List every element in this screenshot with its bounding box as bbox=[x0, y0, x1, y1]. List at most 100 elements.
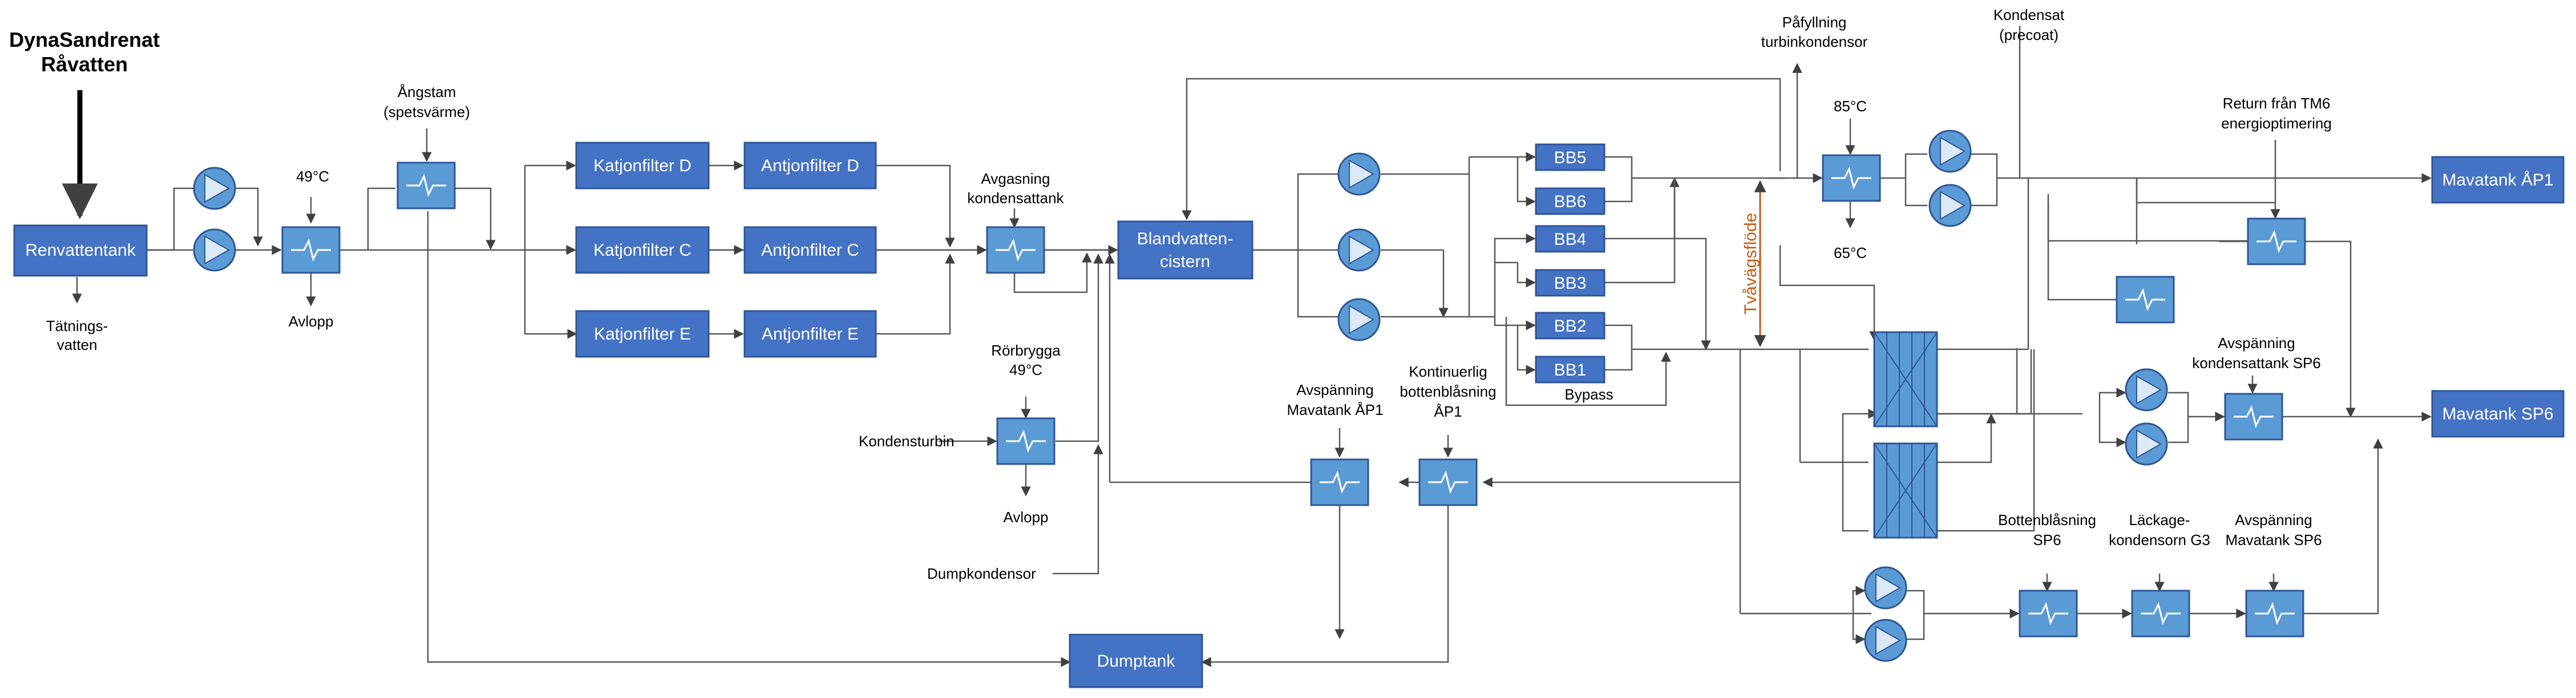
heat-exchanger-icon[interactable] bbox=[2019, 590, 2078, 638]
tvavagsflode-label: Tvåvägsflöde bbox=[1741, 213, 1760, 314]
rorbrygga-label-2: 49°C bbox=[1009, 361, 1042, 378]
pump-icon[interactable] bbox=[1864, 619, 1907, 662]
pumps bbox=[193, 130, 2168, 662]
katjonfilter-e-box[interactable]: Katjonfilter E bbox=[575, 310, 710, 358]
avgasning-label-2: kondensattank bbox=[967, 189, 1064, 207]
antjonfilter-d-box[interactable]: Antjonfilter D bbox=[743, 142, 877, 189]
pump-icon[interactable] bbox=[2125, 422, 2168, 466]
temp-85-label: 85°C bbox=[1834, 98, 1867, 115]
temp-49-label: 49°C bbox=[296, 168, 329, 185]
katjonfilter-c-box[interactable]: Katjonfilter C bbox=[575, 226, 710, 274]
avspanning-sp6k-label-2: kondensattank SP6 bbox=[2192, 354, 2321, 372]
bypass-label: Bypass bbox=[1564, 386, 1613, 403]
dumptank-box[interactable]: Dumptank bbox=[1069, 634, 1203, 688]
flow-lines bbox=[62, 26, 2432, 667]
bb5-box[interactable]: BB5 bbox=[1535, 143, 1606, 171]
katjonfilter-c-label: Katjonfilter C bbox=[593, 241, 691, 260]
pump-icon[interactable] bbox=[1337, 298, 1381, 341]
avspanning-ap1-label-2: Mavatank ÅP1 bbox=[1287, 401, 1383, 418]
renvattentank-label: Renvattentank bbox=[25, 241, 136, 260]
bb1-box[interactable]: BB1 bbox=[1535, 356, 1606, 384]
avgasning-label-1: Avgasning bbox=[981, 170, 1050, 187]
bb3-label: BB3 bbox=[1554, 274, 1587, 293]
lackage-label-2: kondensorn G3 bbox=[2109, 531, 2210, 548]
avspanning-sp6k-label-1: Avspänning bbox=[2218, 334, 2295, 352]
pump-icon[interactable] bbox=[1864, 566, 1907, 610]
dumptank-label: Dumptank bbox=[1097, 652, 1176, 671]
heat-exchanger-icon[interactable] bbox=[1418, 458, 1478, 506]
heat-exchanger-icon[interactable] bbox=[281, 226, 341, 274]
tatningsvatten-label-1: Tätnings- bbox=[46, 317, 108, 334]
filter-icon[interactable] bbox=[1873, 442, 1938, 539]
avlopp-label-2: Avlopp bbox=[1003, 509, 1048, 526]
katjonfilter-d-box[interactable]: Katjonfilter D bbox=[575, 142, 710, 189]
pump-icon[interactable] bbox=[2125, 368, 2168, 411]
title-line-2: Råvatten bbox=[41, 53, 128, 76]
pump-icon[interactable] bbox=[1337, 152, 1381, 196]
title-line-1: DynaSandrenat bbox=[9, 28, 160, 51]
pafyllning-label-1: Påfyllning bbox=[1782, 14, 1847, 31]
blandvattencistern-box[interactable]: Blandvatten- cistern bbox=[1117, 220, 1253, 280]
condensate-filters bbox=[1873, 331, 1938, 539]
return-tm6-label-2: energioptimering bbox=[2221, 115, 2332, 132]
bottenblasning-sp6-label-1: Bottenblåsning bbox=[1998, 511, 2096, 528]
bb2-label: BB2 bbox=[1554, 317, 1587, 336]
avspanning-sp6m-label-1: Avspänning bbox=[2235, 511, 2312, 528]
heat-exchanger-icon[interactable] bbox=[986, 226, 1045, 274]
angstam-label-2: (spetsvärme) bbox=[383, 103, 470, 120]
pafyllning-label-2: turbinkondensor bbox=[1761, 33, 1868, 50]
heat-exchanger-icon[interactable] bbox=[397, 162, 456, 209]
tatningsvatten-label-2: vatten bbox=[57, 336, 98, 353]
katjonfilter-d-label: Katjonfilter D bbox=[593, 156, 691, 175]
antjonfilter-c-box[interactable]: Antjonfilter C bbox=[743, 226, 877, 274]
heat-exchanger-icon[interactable] bbox=[2224, 393, 2283, 441]
antjonfilter-e-box[interactable]: Antjonfilter E bbox=[743, 310, 877, 358]
antjonfilter-e-label: Antjonfilter E bbox=[762, 325, 859, 344]
mavatank-sp6-box[interactable]: Mavatank SP6 bbox=[2431, 390, 2565, 438]
heat-exchanger-icon[interactable] bbox=[1310, 458, 1369, 506]
bb4-box[interactable]: BB4 bbox=[1535, 225, 1606, 253]
pump-icon[interactable] bbox=[193, 228, 236, 272]
avspanning-ap1-label-1: Avspänning bbox=[1296, 381, 1373, 398]
heat-exchanger-icon[interactable] bbox=[2245, 590, 2304, 638]
renvattentank-box[interactable]: Renvattentank bbox=[13, 224, 148, 277]
bb6-box[interactable]: BB6 bbox=[1535, 187, 1606, 215]
mavatank-sp6-label: Mavatank SP6 bbox=[2442, 405, 2553, 423]
bb2-box[interactable]: BB2 bbox=[1535, 312, 1606, 340]
pump-icon[interactable] bbox=[1928, 184, 1972, 227]
tank-boxes: Renvattentank Katjonfilter D Katjonfilte… bbox=[13, 142, 2565, 688]
kondensat-label-1: Kondensat bbox=[1993, 6, 2065, 23]
kondensat-label-2: (precoat) bbox=[1999, 26, 2059, 43]
temp-65-label: 65°C bbox=[1834, 244, 1867, 261]
kontinuerlig-label-2: bottenblåsning bbox=[1400, 383, 1496, 400]
lackage-label-1: Läckage- bbox=[2129, 511, 2190, 528]
blandvattencistern-label-2: cistern bbox=[1160, 252, 1210, 271]
dumpkondensor-label: Dumpkondensor bbox=[927, 565, 1036, 582]
bb3-box[interactable]: BB3 bbox=[1535, 269, 1606, 297]
blandvattencistern-label-1: Blandvatten- bbox=[1137, 229, 1233, 248]
kontinuerlig-label-1: Kontinuerlig bbox=[1409, 363, 1487, 380]
avspanning-sp6m-label-2: Mavatank SP6 bbox=[2225, 531, 2322, 548]
katjonfilter-e-label: Katjonfilter E bbox=[594, 325, 691, 344]
mavatank-ap1-label: Mavatank ÅP1 bbox=[2442, 171, 2553, 189]
bb6-label: BB6 bbox=[1554, 192, 1587, 211]
heat-exchanger-icon[interactable] bbox=[996, 417, 1056, 465]
pump-icon[interactable] bbox=[193, 167, 236, 210]
filter-icon[interactable] bbox=[1873, 331, 1938, 427]
pump-icon[interactable] bbox=[1928, 130, 1972, 173]
heat-exchanger-icon[interactable] bbox=[2247, 217, 2306, 265]
heat-exchanger-icon[interactable] bbox=[2131, 590, 2190, 638]
rorbrygga-label-1: Rörbrygga bbox=[991, 342, 1061, 359]
mavatank-ap1-box[interactable]: Mavatank ÅP1 bbox=[2431, 156, 2565, 204]
heat-exchanger-icon[interactable] bbox=[1822, 154, 1881, 202]
bb-boxes: BB5 BB6 BB4 BB3 BB2 BB1 bbox=[1535, 143, 1606, 384]
labels: DynaSandrenat Råvatten Tätnings- vatten … bbox=[9, 6, 2332, 582]
return-tm6-label-1: Return från TM6 bbox=[2223, 95, 2331, 112]
avlopp-label-1: Avlopp bbox=[288, 313, 333, 330]
bb5-label: BB5 bbox=[1554, 148, 1587, 167]
pump-icon[interactable] bbox=[1337, 228, 1381, 272]
heat-exchanger-icon[interactable] bbox=[2116, 276, 2175, 324]
antjonfilter-c-label: Antjonfilter C bbox=[761, 241, 859, 260]
kondensturbin-label: Kondensturbin bbox=[859, 433, 955, 450]
